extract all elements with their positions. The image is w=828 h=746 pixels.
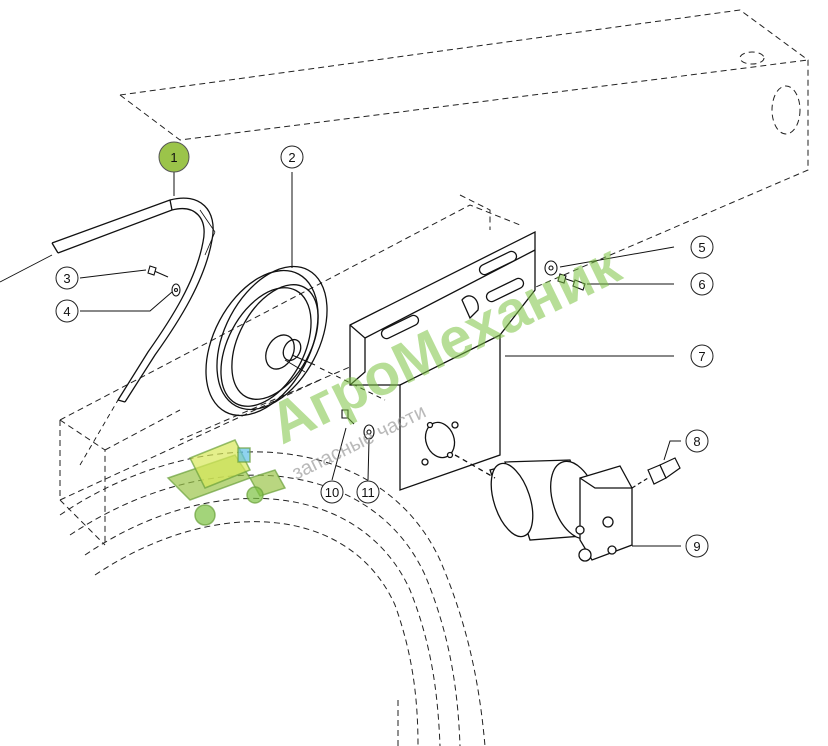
bolt-6: [557, 273, 586, 291]
callout-3: 3: [55, 266, 79, 290]
callout-label: 11: [361, 485, 375, 500]
washer-5: [544, 260, 558, 276]
frame-beam: [59, 9, 809, 546]
bolt-10: [341, 409, 355, 425]
callout-11: 11: [356, 480, 380, 504]
mounting-bracket: [349, 230, 536, 491]
washer-11: [363, 424, 375, 440]
leader-lines: [79, 172, 681, 547]
callout-label: 10: [325, 485, 339, 500]
callout-7: 7: [690, 344, 714, 368]
washer-4: [171, 283, 181, 297]
callout-1: 1: [158, 141, 190, 173]
callout-10: 10: [320, 480, 344, 504]
callout-label: 9: [693, 539, 700, 554]
callout-label: 1: [170, 150, 177, 165]
callout-label: 5: [698, 240, 705, 255]
callout-5: 5: [690, 235, 714, 259]
hydraulic-fitting: [631, 457, 681, 489]
hydraulic-motor: [454, 454, 633, 562]
bolt-3: [147, 265, 169, 278]
callout-4: 4: [55, 299, 79, 323]
callout-9: 9: [685, 534, 709, 558]
callout-6: 6: [690, 272, 714, 296]
callout-label: 8: [693, 434, 700, 449]
callout-8: 8: [685, 429, 709, 453]
callout-label: 6: [698, 277, 705, 292]
callout-label: 2: [288, 150, 295, 165]
combine-harvester-icon: [166, 439, 287, 526]
callout-label: 3: [63, 271, 70, 286]
v-belt: [0, 197, 216, 466]
callout-label: 7: [698, 349, 705, 364]
callout-label: 4: [63, 304, 70, 319]
wheel-arch: [59, 451, 486, 746]
callout-2: 2: [280, 145, 304, 169]
